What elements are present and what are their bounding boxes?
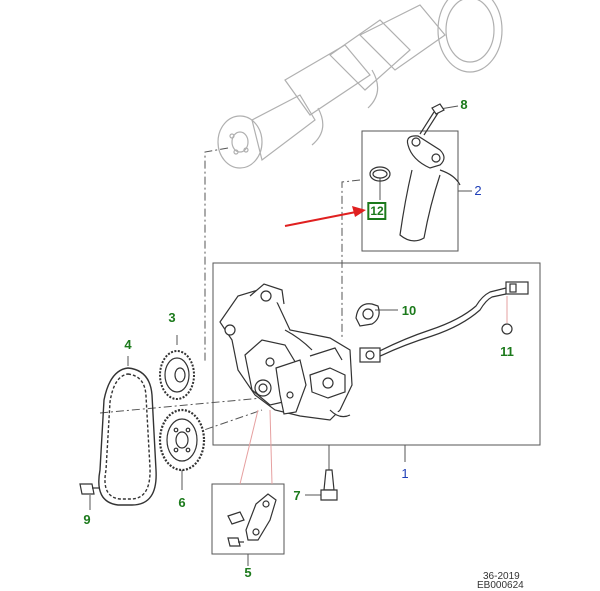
callout-9: 9	[83, 512, 91, 527]
tensioner-part-5	[227, 493, 277, 547]
callout-4: 4	[124, 337, 132, 352]
crankshaft	[217, 0, 503, 169]
bolt-part-9	[79, 483, 100, 495]
bolt-part-8	[419, 103, 445, 136]
reference-code: 36-2019	[483, 571, 520, 582]
highlight-arrow	[284, 206, 366, 227]
drawing-id: EB000624	[477, 580, 524, 591]
callout-12: 12	[367, 202, 387, 220]
callout-7: 7	[293, 488, 301, 503]
pink-leader-lines	[239, 296, 508, 485]
bolt-part-7	[320, 469, 338, 501]
callout-6: 6	[178, 495, 186, 510]
oil-pump-assembly	[219, 283, 353, 421]
oil-pump-box	[212, 262, 541, 446]
sensor-part-11	[359, 281, 529, 363]
axis-dashed-lines	[99, 147, 361, 441]
gasket-part-10	[355, 303, 380, 327]
callout-3: 3	[168, 310, 176, 325]
timing-chain-part-4	[98, 367, 157, 506]
oil-pickup-tube	[399, 135, 461, 242]
callout-10: 10	[401, 303, 417, 318]
callout-1: 1	[401, 466, 409, 481]
tensioner-box	[211, 483, 285, 555]
gear-part-6	[158, 408, 206, 472]
callout-11: 11	[500, 344, 514, 359]
callout-5: 5	[244, 565, 252, 580]
callout-8: 8	[460, 97, 468, 112]
sprocket-part-3	[159, 350, 195, 400]
seal-ring-part-12	[369, 166, 391, 182]
callout-2: 2	[474, 183, 482, 198]
